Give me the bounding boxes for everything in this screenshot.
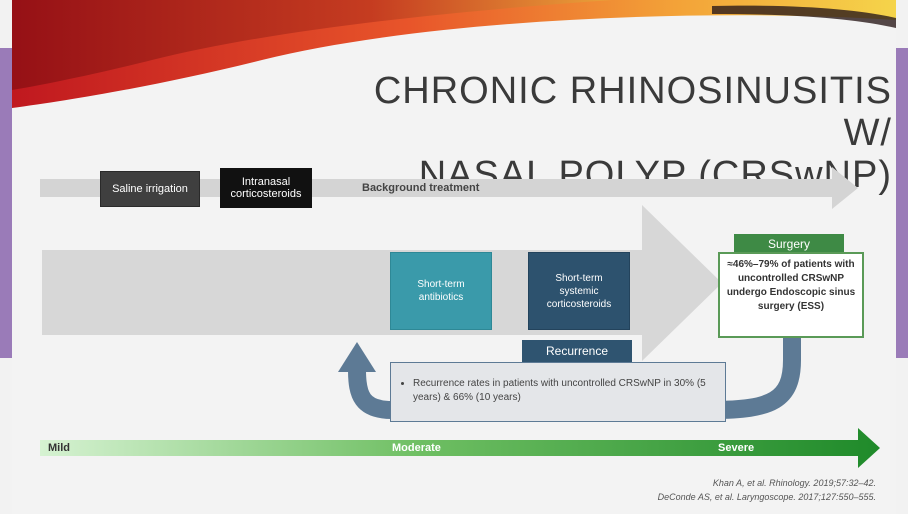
severity-severe: Severe — [718, 442, 755, 454]
intranasal-corticosteroids-box: Intranasal corticosteroids — [220, 168, 312, 208]
background-treatment-label: Background treatment — [362, 182, 480, 194]
intranasal-corticosteroids-label: Intranasal corticosteroids — [230, 176, 302, 200]
decorative-swoosh — [12, 0, 896, 108]
saline-irrigation-label: Saline irrigation — [112, 183, 188, 195]
recurrence-box: Recurrence rates in patients with uncont… — [390, 362, 726, 422]
surgery-text: ≈46%–79% of patients with uncontrolled C… — [726, 259, 856, 312]
background-treatment-arrow — [40, 167, 858, 209]
slide: CHRONIC RHINOSINUSITIS W/ NASAL POLYP (C… — [12, 0, 896, 514]
frame-left-bar — [0, 48, 12, 358]
short-term-systemic-corticosteroids-box: Short-term systemic corticosteroids — [528, 252, 630, 330]
recurrence-text: Recurrence rates in patients with uncont… — [413, 377, 713, 405]
recurrence-label: Recurrence — [522, 340, 632, 362]
short-term-antibiotics-box: Short-term antibiotics — [390, 252, 492, 330]
saline-irrigation-box: Saline irrigation — [100, 171, 200, 207]
severity-moderate: Moderate — [392, 442, 441, 454]
citation-2: DeConde AS, et al. Laryngoscope. 2017;12… — [657, 492, 876, 502]
severity-arrow — [40, 428, 880, 468]
title-line-1: CHRONIC RHINOSINUSITIS W/ — [373, 70, 892, 154]
short-term-systemic-corticosteroids-label: Short-term systemic corticosteroids — [546, 272, 612, 310]
surgery-label: Surgery — [734, 234, 844, 254]
short-term-antibiotics-label: Short-term antibiotics — [417, 279, 465, 303]
frame-right-bar — [896, 48, 908, 358]
surgery-box: ≈46%–79% of patients with uncontrolled C… — [718, 252, 864, 338]
citation-1: Khan A, et al. Rhinology. 2019;57:32–42. — [712, 478, 876, 488]
severity-mild: Mild — [48, 442, 70, 454]
